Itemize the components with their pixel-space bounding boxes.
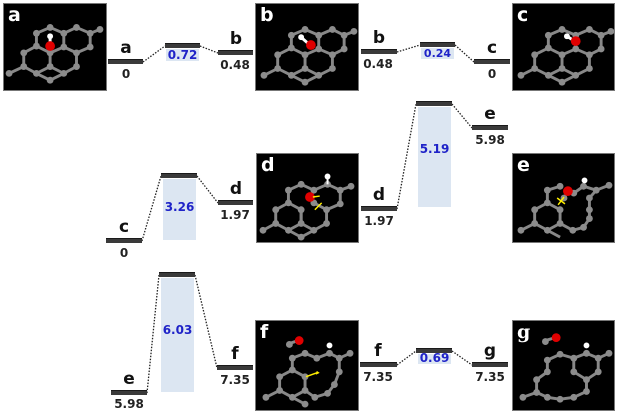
level-a (108, 59, 143, 64)
level-ts-cd (161, 173, 197, 178)
panel-label-b: b (260, 4, 274, 26)
state-label-a: a (120, 38, 132, 58)
energy-value-e-bottom: 5.98 (114, 397, 144, 411)
barrier-value-cd: 3.26 (164, 200, 195, 214)
panel-label-g: g (517, 321, 531, 343)
energy-value-c-mid: 0 (119, 246, 129, 260)
molecule-panel-d: d (256, 153, 359, 243)
molecule-structure-icon (517, 25, 614, 86)
energy-value-c-top: 0 (487, 67, 497, 81)
panel-label-c: c (517, 4, 529, 26)
barrier-box-ab (166, 49, 199, 61)
level-ts-bc (420, 42, 455, 47)
barrier-value-bc: 0.24 (423, 47, 452, 60)
molecule-panel-c: c (512, 3, 615, 91)
barrier-value-fg: 0.69 (419, 351, 450, 365)
molecule-structure-icon (262, 336, 354, 408)
molecule-panel-a: a (3, 3, 107, 91)
energy-value-f-left: 7.35 (220, 373, 250, 387)
energy-value-b-right: 0.48 (363, 57, 393, 71)
barrier-box-de (418, 107, 451, 207)
state-label-e-top: e (484, 104, 496, 124)
energy-value-f-right: 7.35 (363, 370, 393, 384)
molecule-panel-b: b (255, 3, 359, 91)
barrier-box-bc (421, 48, 454, 59)
molecule-panel-f: f (255, 320, 359, 411)
energy-value-d-right: 1.97 (364, 214, 394, 228)
state-label-d-left: d (229, 179, 243, 199)
barrier-box-ef (161, 278, 194, 392)
state-label-f-left: f (231, 344, 239, 364)
level-ts-fg (416, 348, 452, 353)
panel-label-a: a (8, 4, 21, 26)
barrier-box-fg (418, 354, 451, 364)
panel-label-f: f (260, 321, 269, 343)
energy-value-e-top: 5.98 (475, 133, 505, 147)
molecule-structure-icon (5, 24, 104, 84)
molecule-structure-icon (517, 177, 613, 239)
state-label-e-bottom: e (123, 369, 135, 389)
molecule-panel-g: g (512, 320, 615, 411)
barrier-value-ab: 0.72 (167, 48, 198, 62)
state-label-c-top: c (486, 38, 498, 58)
level-b-left (218, 50, 253, 55)
energy-value-a: 0 (121, 67, 131, 81)
level-c-top (474, 59, 510, 64)
level-ts-ef (159, 272, 195, 277)
level-f-right (360, 362, 397, 367)
level-e-bottom (111, 390, 147, 395)
level-d-right (361, 206, 397, 211)
panel-label-d: d (261, 154, 275, 176)
state-label-d-right: d (372, 185, 386, 205)
molecule-panel-e: e (512, 153, 615, 243)
level-b-right (361, 49, 397, 54)
molecule-structure-icon (519, 333, 613, 403)
energy-value-b-left: 0.48 (220, 58, 250, 72)
level-f-left (217, 365, 253, 370)
barrier-value-de: 5.19 (419, 142, 450, 156)
molecule-structure-icon (259, 173, 355, 241)
level-g (472, 362, 508, 367)
panel-label-e: e (517, 154, 530, 176)
state-label-b-left: b (229, 29, 243, 49)
level-e-top (472, 125, 508, 130)
state-label-c-mid: c (118, 217, 130, 237)
level-ts-de (416, 101, 452, 106)
state-label-f-right: f (374, 341, 382, 361)
state-label-g: g (483, 341, 497, 361)
energy-value-g: 7.35 (475, 370, 505, 384)
level-d-left (218, 200, 253, 205)
molecule-structure-icon (260, 25, 358, 86)
level-c-mid (106, 238, 142, 243)
barrier-box-cd (163, 179, 196, 240)
energy-value-d-left: 1.97 (220, 208, 250, 222)
level-ts-ab (165, 43, 200, 48)
state-label-b-right: b (372, 28, 386, 48)
barrier-value-ef: 6.03 (162, 323, 193, 337)
